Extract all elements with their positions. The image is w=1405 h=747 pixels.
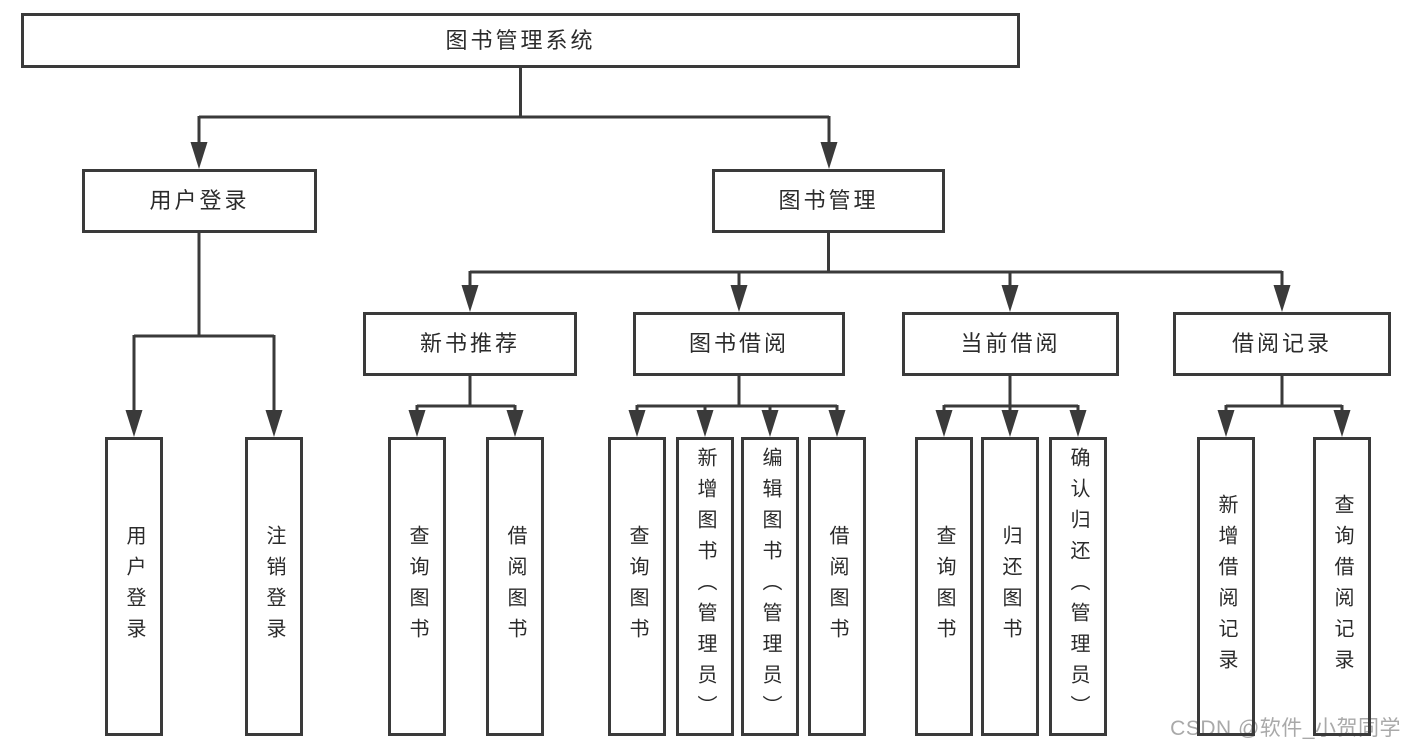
leaf-confirm-return-admin: 确认归还（管理员） — [1049, 437, 1107, 736]
node-current-borrow-label: 当前借阅 — [960, 331, 1061, 356]
leaf-query-books-borrow: 查询图书 — [608, 437, 666, 736]
leaf-borrow-books-recommend: 借阅图书 — [486, 437, 544, 736]
node-user-login: 用户登录 — [82, 169, 317, 233]
leaf-return-book: 归还图书 — [981, 437, 1039, 736]
node-borrow-records-label: 借阅记录 — [1231, 331, 1332, 356]
leaf-edit-book-admin-label: 编辑图书（管理员） — [759, 447, 781, 726]
leaf-user-login-label: 用户登录 — [123, 524, 145, 649]
node-current-borrow: 当前借阅 — [902, 312, 1119, 376]
node-borrow-records: 借阅记录 — [1173, 312, 1391, 376]
node-root-label: 图书管理系统 — [445, 27, 596, 53]
node-user-login-label: 用户登录 — [149, 188, 250, 213]
csdn-watermark: CSDN @软件_小贺同学 — [1170, 717, 1401, 740]
leaf-confirm-return-admin-label: 确认归还（管理员） — [1067, 447, 1089, 726]
leaf-logout: 注销登录 — [245, 437, 303, 736]
node-book-borrow-label: 图书借阅 — [688, 331, 789, 356]
leaf-query-books-recommend-label: 查询图书 — [406, 524, 428, 649]
node-book-borrow: 图书借阅 — [633, 312, 845, 376]
leaf-edit-book-admin: 编辑图书（管理员） — [741, 437, 799, 736]
leaf-query-books-current: 查询图书 — [915, 437, 973, 736]
leaf-logout-label: 注销登录 — [263, 524, 285, 649]
leaf-add-book-admin-label: 新增图书（管理员） — [694, 447, 716, 726]
arrowheads — [125, 142, 1351, 437]
node-new-book-recommend-label: 新书推荐 — [419, 331, 520, 356]
leaf-borrow-books-recommend-label: 借阅图书 — [504, 524, 526, 649]
leaf-add-borrow-record-label: 新增借阅记录 — [1215, 493, 1237, 680]
leaf-return-book-label: 归还图书 — [999, 524, 1021, 649]
leaf-add-book-admin: 新增图书（管理员） — [676, 437, 734, 736]
leaf-borrow-books: 借阅图书 — [808, 437, 866, 736]
node-root-system: 图书管理系统 — [21, 13, 1020, 68]
leaf-user-login: 用户登录 — [105, 437, 163, 736]
leaf-query-borrow-record-label: 查询借阅记录 — [1331, 493, 1353, 680]
leaf-borrow-books-label: 借阅图书 — [826, 524, 848, 649]
node-book-management: 图书管理 — [712, 169, 945, 233]
leaf-query-books-recommend: 查询图书 — [388, 437, 446, 736]
leaf-add-borrow-record: 新增借阅记录 — [1197, 437, 1255, 736]
node-book-management-label: 图书管理 — [778, 188, 879, 213]
leaf-query-books-borrow-label: 查询图书 — [626, 524, 648, 649]
leaf-query-borrow-record: 查询借阅记录 — [1313, 437, 1371, 736]
leaf-query-books-current-label: 查询图书 — [933, 524, 955, 649]
node-new-book-recommend: 新书推荐 — [363, 312, 577, 376]
